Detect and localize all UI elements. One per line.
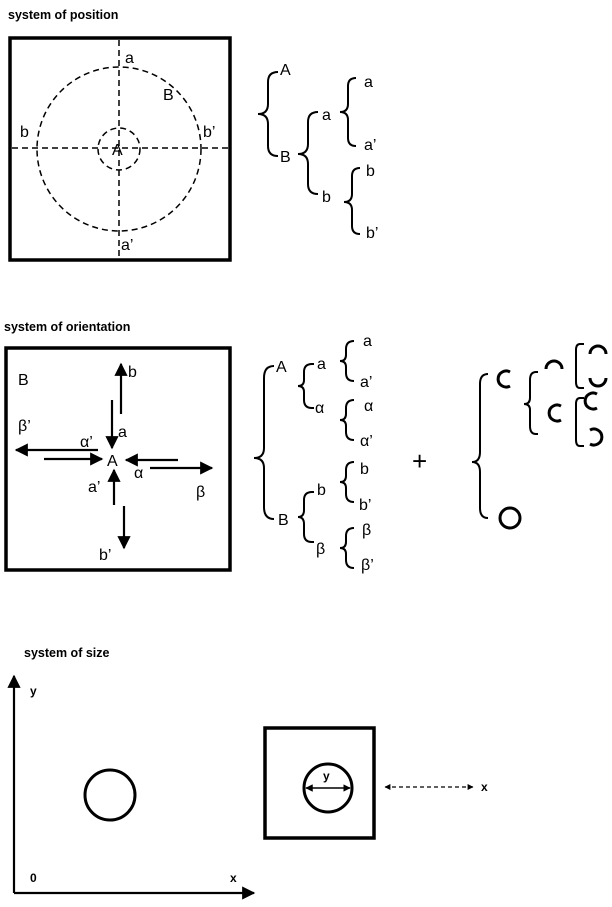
label-b-prime-bottom: b’	[99, 547, 111, 564]
tree-node-beta-orient: β	[316, 541, 325, 558]
tree-brace-A-orient	[297, 363, 314, 409]
glyph-brace-mid	[523, 371, 538, 435]
tree-node-a: a	[322, 107, 331, 124]
tree-brace-root-orient	[253, 365, 275, 520]
inner-circle-A	[97, 127, 141, 171]
x-axis-label: x	[230, 871, 237, 885]
label-alpha-prime: α’	[80, 434, 93, 451]
tree-brace-root	[257, 71, 279, 157]
tree-node-A: A	[280, 62, 291, 79]
tree-brace-b	[343, 167, 361, 235]
tree-node-b: b	[322, 189, 331, 206]
tree-leaf-b-prime-orient: b’	[359, 497, 371, 514]
tree-leaf-b-prime: b’	[366, 225, 378, 242]
label-a-top: a	[118, 424, 127, 441]
orientation-heading: system of orientation	[4, 320, 130, 334]
size-frame	[263, 726, 376, 840]
half-circle-open-right-root-icon	[496, 369, 511, 389]
tree-brace-alpha-orient	[339, 399, 355, 441]
half-circle-open-bottom-upper-icon	[588, 344, 608, 355]
tree-leaf-a-prime: a’	[364, 137, 376, 154]
label-beta-prime: β’	[18, 418, 31, 435]
tree-brace-a	[339, 77, 357, 147]
tree-leaf-beta-prime-orient: β’	[361, 557, 374, 574]
label-b-top: b	[128, 364, 137, 381]
label-beta: β	[196, 484, 205, 501]
tree-node-B: B	[280, 149, 291, 166]
tree-node-b-orient: b	[317, 482, 326, 499]
label-A: A	[112, 142, 123, 159]
tree-leaf-alpha-orient: α	[364, 398, 373, 415]
label-a-prime: a’	[121, 237, 133, 254]
orientation-tree: A B a α a a’ α α’ b β b b’ β β’	[253, 333, 374, 574]
origin-label: 0	[30, 871, 37, 885]
tree-node-B-orient: B	[278, 512, 289, 529]
tree-node-a-orient: a	[317, 356, 326, 373]
position-heading: system of position	[8, 8, 118, 22]
circle-icon	[498, 506, 522, 530]
size-framed-figure: y x	[263, 726, 488, 840]
label-alpha: α	[134, 465, 143, 482]
tree-leaf-beta-orient: β	[362, 522, 371, 539]
tree-leaf-a-orient: a	[363, 333, 372, 350]
half-circle-open-right-mid-icon	[547, 403, 562, 423]
tree-leaf-b-orient: b	[360, 461, 369, 478]
size-heading: system of size	[24, 646, 110, 660]
tree-node-A-orient: A	[276, 359, 287, 376]
position-section: system of position a a’ b b’ A B A B a b…	[8, 8, 378, 262]
position-tree: A B a b a a’ b b’	[257, 62, 378, 242]
position-figure: a a’ b b’ A B	[8, 36, 232, 262]
half-circle-open-right-lower-icon	[583, 391, 598, 411]
tree-brace-b-orient	[339, 461, 355, 503]
orientation-figure: B A b a a’ b’ β’ α’ α β	[4, 346, 232, 572]
size-circle-framed	[302, 762, 354, 814]
label-b-prime: b’	[203, 124, 215, 141]
glyph-tree	[471, 343, 608, 530]
inner-y-label: y	[323, 769, 330, 783]
tree-brace-B-orient	[297, 491, 314, 543]
outer-circle-B	[36, 66, 202, 232]
tree-leaf-a-prime-orient: a’	[360, 374, 372, 391]
label-a: a	[125, 50, 134, 67]
label-A-center: A	[107, 453, 118, 470]
label-b: b	[20, 124, 29, 141]
label-B-region: B	[18, 372, 29, 389]
tree-leaf-a: a	[364, 74, 373, 91]
tree-leaf-alpha-prime-orient: α’	[360, 433, 373, 450]
tree-brace-beta-orient	[339, 527, 355, 569]
orientation-section: system of orientation B A b a a’ b’ β’ α…	[4, 320, 608, 574]
size-section: system of size y x 0 y x	[7, 646, 488, 900]
size-circle-free	[83, 768, 137, 822]
glyph-bracket-upper	[575, 343, 584, 389]
outer-x-label: x	[481, 780, 488, 794]
tree-leaf-b: b	[366, 163, 375, 180]
label-a-prime-bottom: a’	[88, 479, 100, 496]
half-circle-open-bottom-icon	[544, 359, 564, 370]
y-axis-label: y	[30, 684, 37, 698]
tree-brace-B	[297, 111, 319, 195]
glyph-brace-root	[471, 373, 489, 519]
tree-brace-a-orient	[339, 340, 355, 382]
half-circle-open-left-lower-icon	[589, 427, 604, 447]
plus-sign: +	[412, 446, 427, 476]
tree-node-alpha-orient: α	[315, 400, 324, 417]
position-frame	[8, 36, 232, 262]
half-circle-open-top-upper-icon	[588, 377, 608, 388]
size-axes: y x 0	[7, 674, 256, 900]
glyph-bracket-lower	[575, 397, 584, 447]
orientation-frame	[4, 346, 232, 572]
label-B: B	[163, 87, 174, 104]
